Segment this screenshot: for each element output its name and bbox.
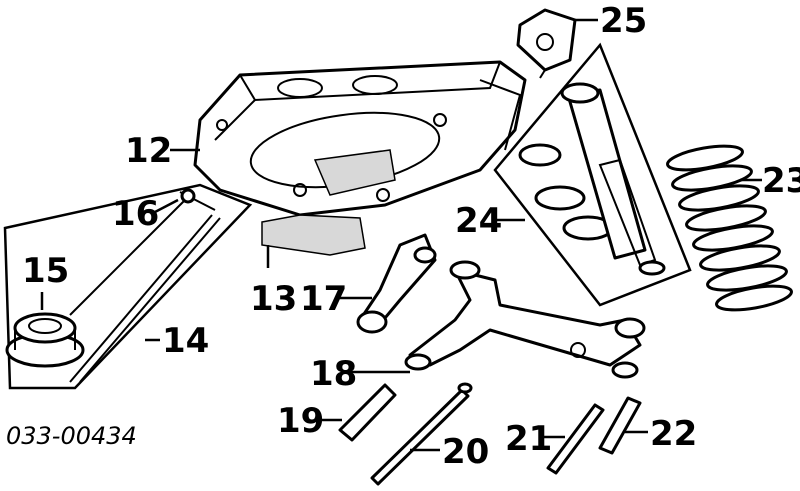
pin-22 — [598, 396, 642, 455]
callout-24: 24 — [455, 201, 502, 241]
callout-23: 23 — [762, 161, 800, 201]
upper-link-part — [356, 233, 437, 334]
shock-absorber-kit — [493, 42, 692, 307]
pin-21 — [546, 403, 605, 475]
callout-12: 12 — [125, 131, 172, 171]
callout-14: 14 — [162, 321, 209, 361]
callout-16: 16 — [112, 194, 159, 234]
callout-25: 25 — [600, 1, 647, 41]
catalog-code: 033-00434 — [6, 422, 137, 450]
coil-spring-part — [666, 144, 793, 312]
callout-13: 13 — [250, 279, 297, 319]
callout-20: 20 — [442, 432, 489, 472]
callout-22: 22 — [650, 414, 697, 454]
pin-19 — [338, 383, 397, 442]
callout-15: 15 — [22, 251, 69, 291]
callout-19: 19 — [277, 401, 324, 441]
callout-17: 17 — [300, 279, 347, 319]
upper-mount-part — [516, 8, 577, 79]
callout-21: 21 — [505, 419, 552, 459]
bolt-20 — [370, 382, 473, 486]
callout-18: 18 — [310, 354, 357, 394]
subframe-part — [193, 60, 527, 217]
lower-arm-part — [404, 260, 646, 379]
bracket-plate-part — [261, 149, 396, 256]
leader-lines — [40, 18, 762, 452]
inset-bushing-panel — [3, 183, 253, 390]
